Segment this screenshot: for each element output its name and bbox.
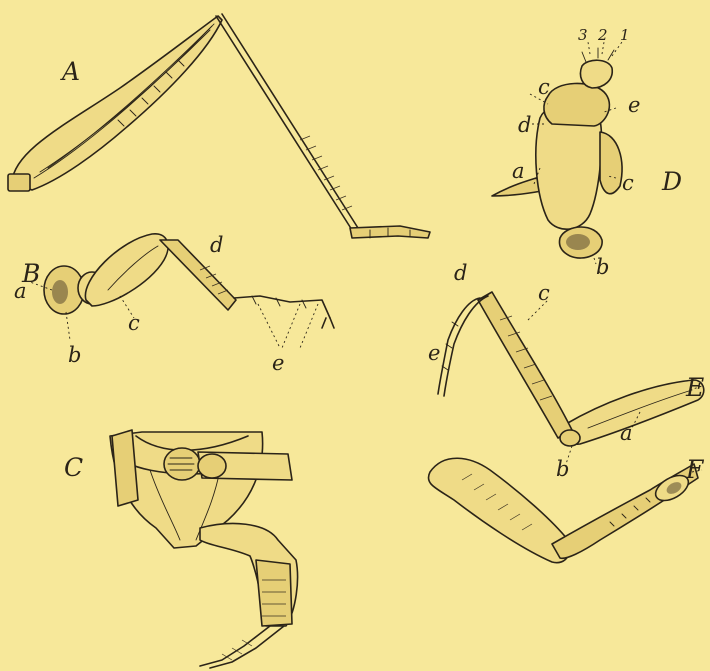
label-d-3: 3 xyxy=(578,26,588,44)
label-d-b: b xyxy=(596,255,609,279)
label-b-a: a xyxy=(14,279,27,303)
label-c: C xyxy=(64,453,83,482)
figure-b-leg-drawing xyxy=(30,234,334,348)
figure-a-leg-drawing xyxy=(8,14,430,238)
label-e-b: b xyxy=(556,457,569,481)
label-b-e: e xyxy=(272,351,284,375)
label-d-d: d xyxy=(518,113,531,137)
label-e-d: d xyxy=(454,261,467,285)
label-b-d: d xyxy=(210,233,223,257)
figure-d-coxa-drawing xyxy=(492,42,622,264)
label-d: D xyxy=(661,167,682,196)
figure-e-leg-drawing xyxy=(438,292,704,464)
label-d-2: 2 xyxy=(597,26,608,44)
label-b-b: b xyxy=(68,343,81,367)
label-d-c-top: c xyxy=(538,75,550,99)
label-f: F xyxy=(685,455,705,484)
label-d-e: e xyxy=(628,93,640,117)
label-d-a: a xyxy=(512,159,525,183)
label-b-c: c xyxy=(128,311,140,335)
label-e-e: e xyxy=(428,341,440,365)
label-a: A xyxy=(60,57,80,86)
figure-c-thorax-drawing xyxy=(110,430,298,668)
label-d-c-right: c xyxy=(622,171,634,195)
label-e-c: c xyxy=(538,281,550,305)
label-e: E xyxy=(685,373,704,402)
label-e-a: a xyxy=(620,421,633,445)
label-d-1: 1 xyxy=(620,26,630,44)
